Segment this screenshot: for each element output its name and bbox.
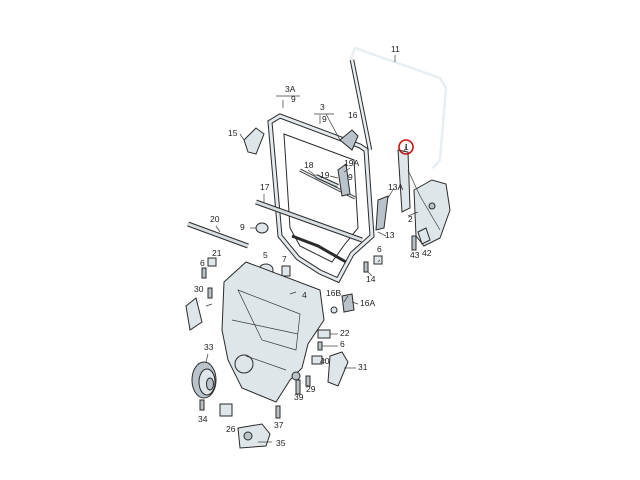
grommet-part-9[interactable] [255,222,269,234]
label-42: 42 [422,248,432,258]
clip-part-7[interactable] [281,265,291,277]
label-35: 35 [276,438,286,448]
label-14: 14 [366,274,376,284]
window-regulator-part-1[interactable] [397,149,451,247]
fastener-part-40[interactable] [311,355,323,365]
fastener-part-6c[interactable] [317,341,323,351]
label-7: 7 [282,254,287,264]
label-30: 30 [194,284,204,294]
fastener-part-22[interactable] [317,329,331,339]
label-37: 37 [274,420,284,430]
clip-part-16A[interactable] [330,293,355,314]
label-2: 2 [408,214,413,224]
bracket-part-30[interactable] [185,297,203,331]
guide-part-13A[interactable] [375,195,389,231]
label-19: 19 [320,170,330,180]
label-4: 4 [302,290,307,300]
label-33: 33 [204,342,214,352]
label-16B: 16B [326,288,341,298]
fastener-part-30b[interactable] [207,287,213,299]
label-21: 21 [212,248,222,258]
label-16: 16 [348,110,358,120]
label-6c: 6 [340,339,345,349]
trim-part-16[interactable] [339,129,359,151]
bracket-part-26[interactable] [219,403,233,417]
label-15: 15 [228,128,238,138]
strip-part-17[interactable] [255,199,363,243]
label-3: 3 [320,102,325,112]
piece-part-19A[interactable] [337,163,351,197]
label-13: 13 [385,230,395,240]
label-6b: 6 [377,244,382,254]
fastener-part-14[interactable] [363,261,369,273]
label-3A: 3A [285,84,296,94]
part-labels: 11 3A 9 3 9 16 15 18 19 19A 9 17 9 20 13… [194,44,432,448]
fastener-part-21[interactable] [207,257,217,267]
fastener-part-39[interactable] [295,379,301,395]
label-20: 20 [210,214,220,224]
label-17: 17 [260,182,270,192]
label-5: 5 [263,250,268,260]
label-43: 43 [410,250,420,260]
label-13A: 13A [388,182,403,192]
label-9b: 9 [322,114,327,124]
fastener-part-29[interactable] [305,375,311,387]
label-18: 18 [304,160,314,170]
label-16A: 16A [360,298,375,308]
label-1: 1 [404,142,409,152]
label-6a: 6 [200,258,205,268]
seal-strip-part-20[interactable] [187,221,249,249]
label-9c: 9 [348,172,353,182]
strip-part-18[interactable] [315,174,339,188]
fastener-part-34[interactable] [199,399,205,411]
label-40: 40 [320,356,330,366]
speaker-part-33[interactable] [191,361,217,399]
label-9d: 9 [240,222,245,232]
fastener-part-6b[interactable] [373,255,383,265]
label-31: 31 [358,362,368,372]
label-29: 29 [306,384,316,394]
fastener-part-6a[interactable] [201,267,207,279]
label-26: 26 [226,424,236,434]
fastener-part-37[interactable] [275,405,281,419]
screws-part-42-43[interactable] [411,227,431,251]
label-19A: 19A [344,158,359,168]
label-39: 39 [294,392,304,402]
label-34: 34 [198,414,208,424]
label-9a: 9 [291,94,296,104]
leader-lines [205,55,419,443]
trim-part-31[interactable] [327,351,349,387]
highlight-ring-part-1[interactable] [398,139,414,155]
label-11: 11 [391,44,400,54]
actuator-part-35[interactable] [237,423,271,449]
label-22: 22 [340,328,350,338]
window-channel-part-11[interactable] [348,46,448,169]
bracket-part-15[interactable] [243,127,265,155]
